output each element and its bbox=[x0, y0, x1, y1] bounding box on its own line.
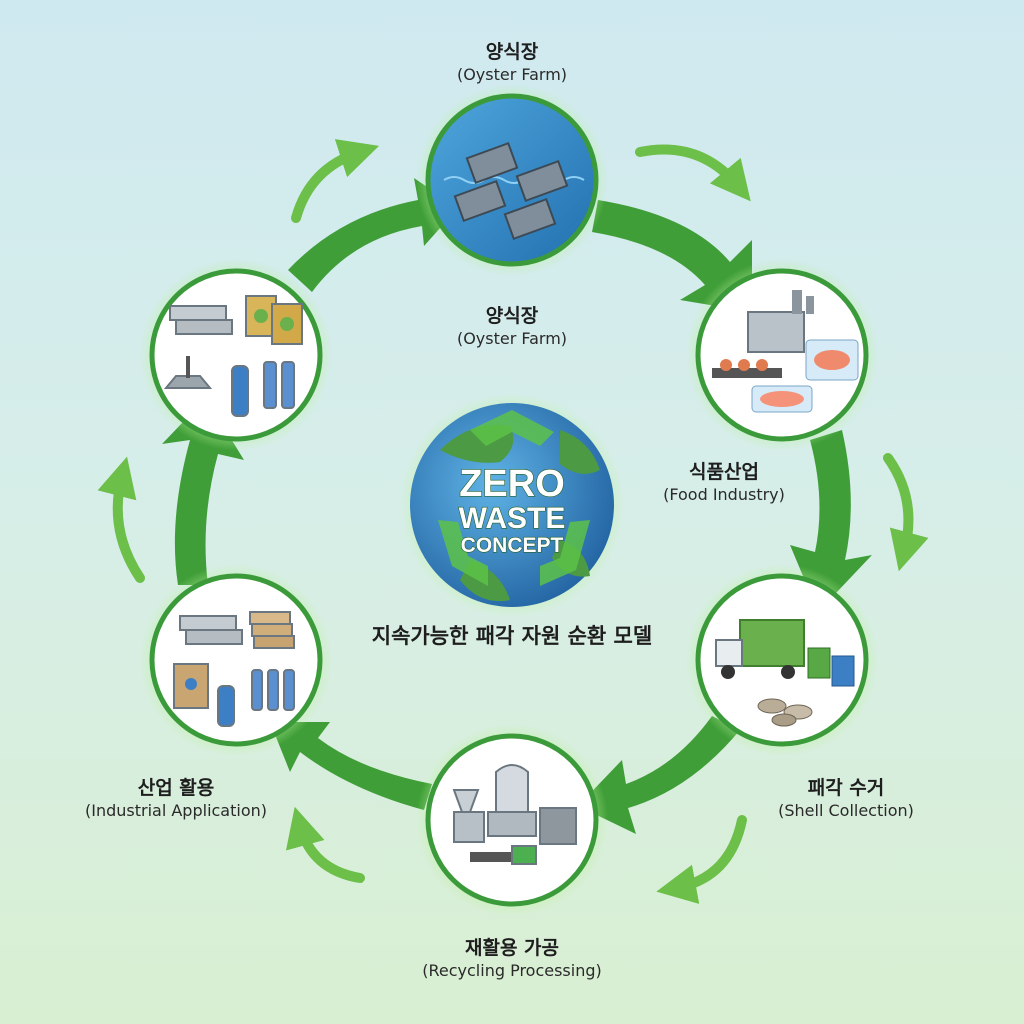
node-building-materials bbox=[140, 259, 332, 451]
label-recycling-processing: 재활용 가공 (Recycling Processing) bbox=[422, 936, 602, 982]
label-oyster-farm-top: 양식장 (Oyster Farm) bbox=[457, 40, 567, 86]
accent-arrow-right bbox=[888, 458, 908, 552]
label-en: (Food Industry) bbox=[663, 484, 785, 506]
globe-text-concept: CONCEPT bbox=[461, 534, 564, 557]
label-food-industry: 식품산업 (Food Industry) bbox=[663, 460, 785, 506]
accent-arrow-top-left bbox=[296, 152, 360, 218]
label-en: (Industrial Application) bbox=[85, 800, 267, 822]
center-title: 지속가능한 패각 자원 순환 모델 bbox=[372, 620, 652, 650]
node-food-industry bbox=[686, 259, 878, 451]
accent-arrow-bottom-left bbox=[300, 826, 360, 878]
globe-text-zero: ZERO bbox=[459, 463, 565, 505]
accent-arrow-left bbox=[118, 476, 140, 578]
label-shell-collection: 패각 수거 (Shell Collection) bbox=[778, 776, 914, 822]
accent-arrow-top-right bbox=[640, 150, 738, 186]
label-en: (Oyster Farm) bbox=[457, 328, 567, 350]
label-en: (Shell Collection) bbox=[778, 800, 914, 822]
node-oyster-farm bbox=[416, 84, 608, 276]
label-industrial-application: 산업 활용 (Industrial Application) bbox=[85, 776, 267, 822]
accent-arrow-bottom-right bbox=[676, 820, 742, 888]
node-recycling-processing bbox=[416, 724, 608, 916]
globe-text-waste: WASTE bbox=[459, 502, 566, 535]
label-ko: 산업 활용 bbox=[85, 776, 267, 800]
node-industrial-application bbox=[140, 564, 332, 756]
node-shell-collection bbox=[686, 564, 878, 756]
label-ko: 패각 수거 bbox=[778, 776, 914, 800]
label-en: (Recycling Processing) bbox=[422, 960, 602, 982]
label-oyster-farm-inner: 양식장 (Oyster Farm) bbox=[457, 304, 567, 350]
label-en: (Oyster Farm) bbox=[457, 64, 567, 86]
label-ko: 식품산업 bbox=[663, 460, 785, 484]
label-ko: 양식장 bbox=[457, 40, 567, 64]
label-ko: 양식장 bbox=[457, 304, 567, 328]
label-ko: 재활용 가공 bbox=[422, 936, 602, 960]
